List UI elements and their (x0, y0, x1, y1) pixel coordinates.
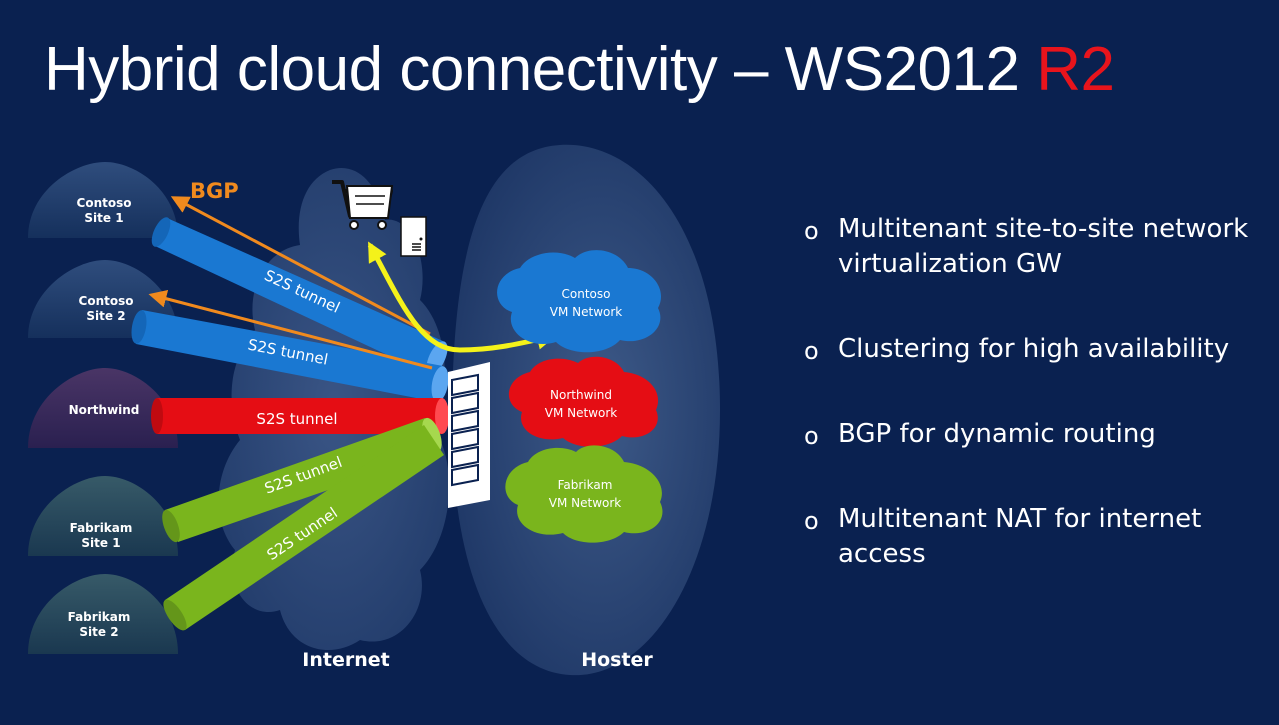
site-fabrikam-1: Fabrikam Site 1 (28, 476, 178, 556)
vm-network-contoso: Contoso VM Network (497, 250, 662, 353)
bullet-marker: o (804, 217, 819, 245)
bullet-text: Clustering for high availability (838, 334, 1230, 364)
tunnel-northwind: S2S tunnel (151, 398, 449, 434)
site-label-line1: Contoso (79, 294, 134, 308)
bullet-list: o Multitenant site-to-site network virtua… (802, 212, 1262, 622)
vm-network-northwind: Northwind VM Network (508, 356, 659, 447)
site-contoso-1: Contoso Site 1 (28, 162, 178, 238)
gateway-server-icon (448, 362, 490, 508)
bullet-text: BGP for dynamic routing (838, 419, 1156, 449)
vm-network-label-line2: VM Network (545, 406, 618, 420)
server-icon (400, 216, 427, 257)
site-label-line2: Site 2 (86, 309, 125, 323)
vm-network-fabrikam: Fabrikam VM Network (505, 445, 663, 543)
site-fabrikam-2: Fabrikam Site 2 (28, 574, 178, 654)
bullet-text: Multitenant NAT for internet access (838, 504, 1202, 569)
vm-network-label-line1: Fabrikam (558, 478, 613, 492)
bgp-arrow-contoso-2 (148, 289, 433, 370)
vm-network-label-line1: Northwind (550, 388, 612, 402)
vm-network-label-line2: VM Network (550, 305, 623, 319)
slide-title: Hybrid cloud connectivity – WS2012 R2 (44, 34, 1115, 105)
site-label-line1: Contoso (77, 196, 132, 210)
vm-network-label-line1: Contoso (562, 287, 611, 301)
site-northwind: Northwind (28, 368, 178, 448)
bgp-label: BGP (190, 179, 239, 203)
hoster-label: Hoster (581, 649, 653, 671)
bullet-marker: o (804, 337, 819, 365)
bullet-marker: o (804, 507, 819, 535)
shopping-cart-icon (332, 180, 394, 230)
nat-internet-arrow (367, 241, 557, 353)
bullet-item: o Multitenant NAT for internet access (802, 502, 1262, 572)
tunnel-label: S2S tunnel (256, 410, 337, 428)
bullet-item: o Multitenant site-to-site network virtua… (802, 212, 1262, 282)
bullet-item: o Clustering for high availability (802, 332, 1262, 367)
vm-network-label-line2: VM Network (549, 496, 622, 510)
bullet-item: o BGP for dynamic routing (802, 417, 1262, 452)
title-accent: R2 (1036, 35, 1115, 104)
site-label-line1: Fabrikam (70, 521, 133, 535)
site-label-line1: Northwind (69, 403, 140, 417)
site-label-line2: Site 2 (79, 625, 118, 639)
bullet-marker: o (804, 422, 819, 450)
site-label-line1: Fabrikam (68, 610, 131, 624)
site-label-line2: Site 1 (84, 211, 123, 225)
title-main: Hybrid cloud connectivity – WS2012 (44, 35, 1037, 104)
site-label-line2: Site 1 (81, 536, 120, 550)
bullet-text: Multitenant site-to-site network virtual… (838, 214, 1249, 279)
internet-label: Internet (302, 649, 389, 671)
